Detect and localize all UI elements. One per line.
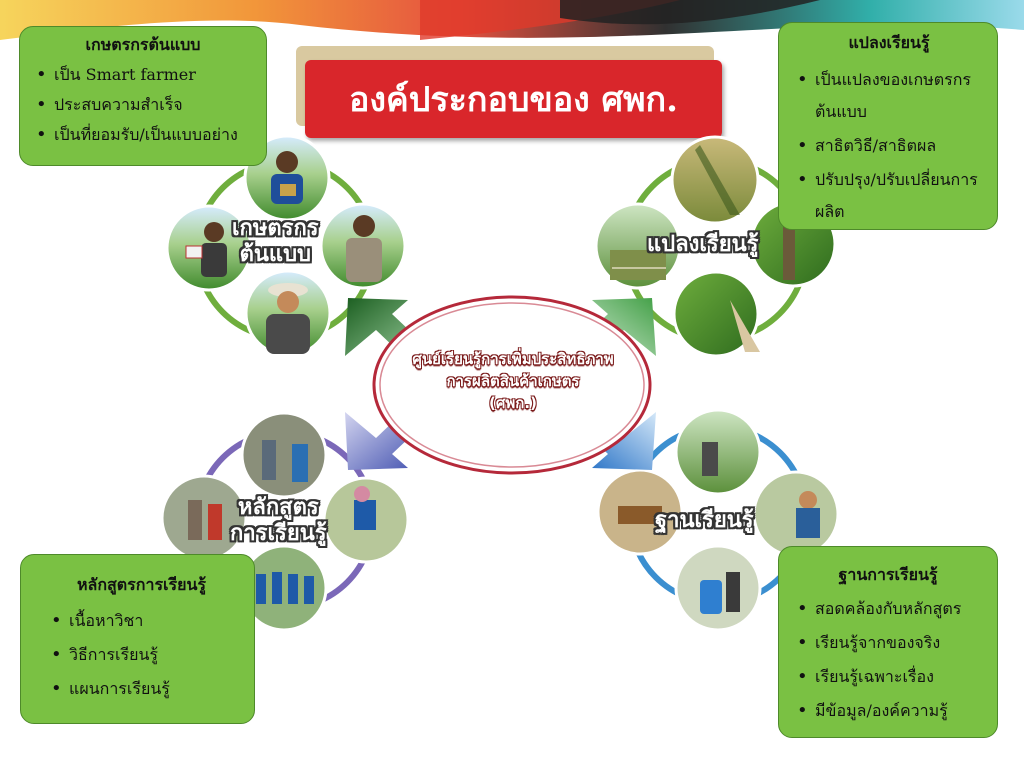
plot-cluster-label: แปลงเรียนรู้ [647,232,759,257]
curriculum-box-item: วิธีการเรียนรู้ [51,644,244,666]
plot-photo-top [670,135,760,225]
station-info-box: ฐานการเรียนรู้ สอดคล้องกับหลักสูตร เรียน… [778,546,998,738]
station-box-item: เรียนรู้จากของจริง [797,632,987,654]
station-box-item: มีข้อมูล/องค์ความรู้ [797,700,987,722]
center-line2: การผลิตสินค้าเกษตร [446,372,580,390]
station-photo-right [752,470,840,558]
curriculum-cluster-label: หลักสูตร การเรียนรู้ [230,495,327,547]
station-box-item: สอดคล้องกับหลักสูตร [797,598,987,620]
farmer-box-title: เกษตรกรต้นแบบ [85,35,201,54]
plot-box-item: ปรับปรุง/ปรับเปลี่ยนการผลิต [797,164,987,228]
farmer-photo-left [165,204,253,292]
station-box-item: เรียนรู้เฉพาะเรื่อง [797,666,987,688]
curriculum-label-line2: การเรียนรู้ [230,521,327,546]
station-box-list: สอดคล้องกับหลักสูตร เรียนรู้จากของจริง เ… [789,598,987,722]
farmer-box-item: เป็นที่ยอมรับ/เป็นแบบอย่าง [36,124,256,146]
plot-box-item: เป็นแปลงของเกษตรกรต้นแบบ [797,64,987,128]
curriculum-photo-top [240,411,328,499]
curriculum-box-list: เนื้อหาวิชา วิธีการเรียนรู้ แผนการเรียนร… [39,610,244,700]
farmer-cluster-label: เกษตรกร ต้นแบบ [232,216,319,268]
farmer-label-line2: ต้นแบบ [239,242,312,267]
center-label: ศูนย์เรียนรู้การเพิ่มประสิทธิภาพ การผลิต… [374,348,652,414]
center-line1: ศูนย์เรียนรู้การเพิ่มประสิทธิภาพ [412,350,614,368]
station-box-title: ฐานการเรียนรู้ [838,565,938,584]
curriculum-box-title: หลักสูตรการเรียนรู้ [76,575,207,594]
curriculum-box-item: แผนการเรียนรู้ [51,678,244,700]
farmer-info-box: เกษตรกรต้นแบบ เป็น Smart farmer ประสบควา… [19,26,267,166]
curriculum-photo-right [322,476,410,564]
plot-box-title: แปลงเรียนรู้ [848,33,930,52]
plot-box-list: เป็นแปลงของเกษตรกรต้นแบบ สาธิตวิธี/สาธิต… [791,64,987,228]
plot-photo-bottom [672,270,760,358]
center-ellipse [372,295,652,475]
farmer-photo-bottom [244,269,332,357]
slide-title: องค์ประกอบของ ศพก. [305,60,722,138]
header-swoosh [0,0,1024,70]
farmer-box-list: เป็น Smart farmer ประสบความสำเร็จ เป็นที… [30,64,256,146]
station-cluster-label: ฐานเรียนรู้ [655,508,754,533]
station-photo-top [674,408,762,496]
curriculum-label-line1: หลักสูตร [237,495,319,520]
plot-info-box: แปลงเรียนรู้ เป็นแปลงของเกษตรกรต้นแบบ สา… [778,22,998,230]
cluster-station [596,408,840,632]
farmer-box-item: เป็น Smart farmer [36,64,256,86]
cluster-farmer [165,134,407,357]
plot-box-item: สาธิตวิธี/สาธิตผล [797,130,987,162]
cluster-curriculum [160,411,410,632]
cluster-plot [594,135,837,358]
plot-photo-left [594,202,682,290]
station-photo-left [596,468,684,556]
farmer-photo-right [319,202,407,290]
curriculum-box-item: เนื้อหาวิชา [51,610,244,632]
farmer-box-item: ประสบความสำเร็จ [36,94,256,116]
center-line3: (ศพก.) [489,394,537,412]
station-photo-bottom [674,544,762,632]
curriculum-info-box: หลักสูตรการเรียนรู้ เนื้อหาวิชา วิธีการเ… [20,554,255,724]
farmer-label-line1: เกษตรกร [232,216,319,241]
